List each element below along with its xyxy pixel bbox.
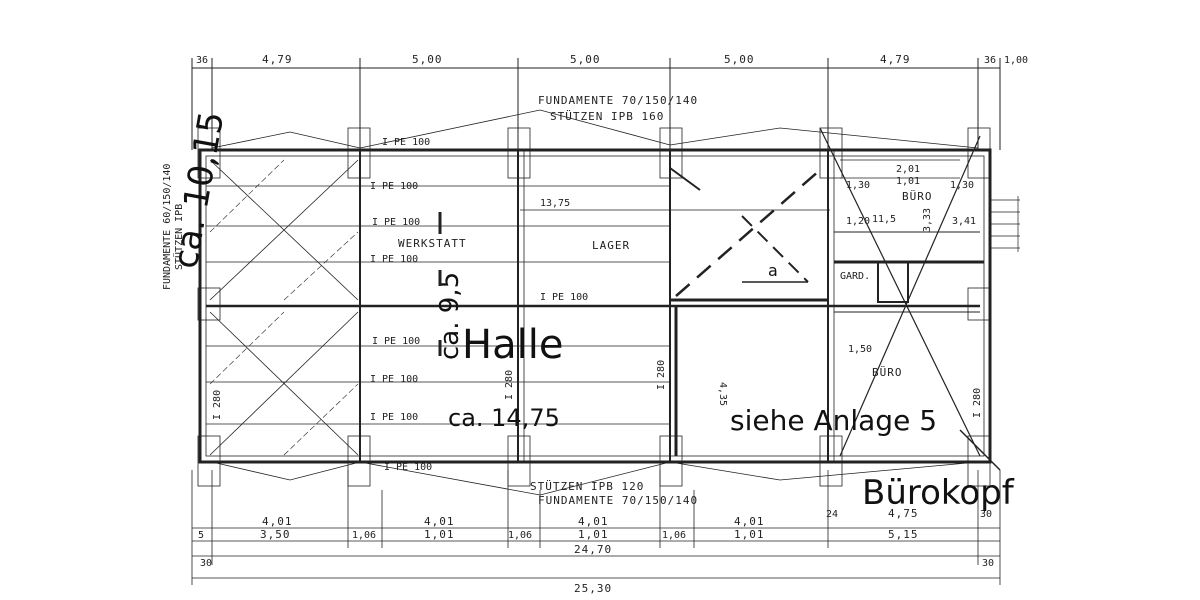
dim-bottom-3-1: 30 [200, 558, 212, 569]
dim-bottom-2-8: 1,01 [734, 528, 765, 541]
beams [206, 185, 980, 425]
beam-label-8: I PE 100 [370, 412, 418, 423]
dim-bottom-1-4: 4,01 [734, 515, 765, 528]
dim-bottom-2-3: 1,06 [352, 530, 376, 541]
beam-label-2: I PE 100 [370, 181, 418, 192]
dim-interior-6: 11,5 [872, 214, 896, 225]
dim-1375: 13,75 [540, 198, 570, 209]
foundation-left-label: FUNDAMENTE 60/150/140 [162, 164, 173, 290]
column-label-2: I 280 [504, 370, 515, 400]
dim-top-3: 5,00 [412, 53, 443, 66]
hand-length: ca. 14,75 [448, 404, 560, 432]
dim-bottom-1-7: 30 [980, 509, 992, 520]
room-gard: GARD. [840, 271, 870, 282]
hand-anlage: siehe Anlage 5 [730, 404, 937, 437]
hand-a: a [768, 261, 778, 280]
dim-interior-7: 3,33 [922, 208, 933, 232]
dim-top-7: 36 [984, 55, 996, 66]
dim-interior-2: 1,01 [896, 176, 920, 187]
dim-bottom-2-9: 5,15 [888, 528, 919, 541]
beam-label-3: I PE 100 [372, 217, 420, 228]
dim-bottom-2-4: 1,01 [424, 528, 455, 541]
dim-bottom-2-1: 5 [198, 530, 204, 541]
beam-label-1: I PE 100 [382, 137, 430, 148]
dim-top-8: 1,00 [1004, 55, 1028, 66]
dimension-bottom [191, 470, 1001, 585]
hand-halle: Halle [462, 322, 563, 368]
dimension-top: 36 4,79 5,00 5,00 5,00 4,79 36 1,00 [191, 53, 1028, 150]
column-label-3: I 280 [656, 360, 667, 390]
dim-top-5: 5,00 [724, 53, 755, 66]
dim-interior-5: 1,20 [846, 216, 870, 227]
dim-bottom-1-6: 4,75 [888, 507, 919, 520]
dim-top-1: 36 [196, 55, 208, 66]
beam-label-4: I PE 100 [370, 254, 418, 265]
dim-interior-3: 1,30 [846, 180, 870, 191]
dim-bottom-2-2: 3,50 [260, 528, 291, 541]
beam-label-5: I PE 100 [540, 292, 588, 303]
column-label-1: I 280 [212, 390, 223, 420]
dim-interior-8: 3,41 [952, 216, 976, 227]
dim-bottom-1-5: 24 [826, 509, 838, 520]
foundation-bottom-label: FUNDAMENTE 70/150/140 [538, 494, 698, 507]
room-buero-bottom: BÜRO [872, 366, 903, 379]
dim-interior-1: 2,01 [896, 164, 920, 175]
dim-bottom-2-7: 1,06 [662, 530, 686, 541]
dim-top-2: 4,79 [262, 53, 293, 66]
dim-bottom-1-2: 4,01 [424, 515, 455, 528]
supports-left-label: STÜTZEN IPB [172, 204, 185, 270]
dim-interior-4: 1,30 [950, 180, 974, 191]
dim-bottom-4-1: 25,30 [574, 582, 612, 595]
dim-top-6: 4,79 [880, 53, 911, 66]
room-werkstatt: WERKSTATT [398, 237, 467, 250]
dim-bottom-3-3: 30 [982, 558, 994, 569]
hand-strokes [438, 212, 1001, 471]
room-lager: LAGER [592, 239, 630, 252]
dim-bottom-2-6: 1,01 [578, 528, 609, 541]
foundation-top-label: FUNDAMENTE 70/150/140 [538, 94, 698, 107]
cross-bracing [209, 159, 359, 456]
hand-width-total: ca. 10,15 [165, 109, 232, 272]
supports-top-label: STÜTZEN IPB 160 [550, 110, 664, 123]
room-buero-top: BÜRO [902, 190, 933, 203]
dim-bottom-3-2: 24,70 [574, 543, 612, 556]
dim-bottom-1-3: 4,01 [578, 515, 609, 528]
dim-bottom-2-5: 1,06 [508, 530, 532, 541]
beam-label-9: I PE 100 [384, 462, 432, 473]
office-block [819, 127, 1020, 457]
lager-partition [669, 167, 828, 456]
supports-bottom-label: STÜTZEN IPB 120 [530, 480, 644, 493]
column-label-4: I 280 [972, 388, 983, 418]
dim-interior-9: 1,50 [848, 344, 872, 355]
beam-label-7: I PE 100 [370, 374, 418, 385]
beam-label-6: I PE 100 [372, 336, 420, 347]
hand-buerokopf: Bürokopf [862, 473, 1015, 513]
dim-interior-10: 4,35 [717, 382, 728, 406]
bracing-curves [211, 109, 979, 496]
dim-bottom-1-1: 4,01 [262, 515, 293, 528]
dim-top-4: 5,00 [570, 53, 601, 66]
